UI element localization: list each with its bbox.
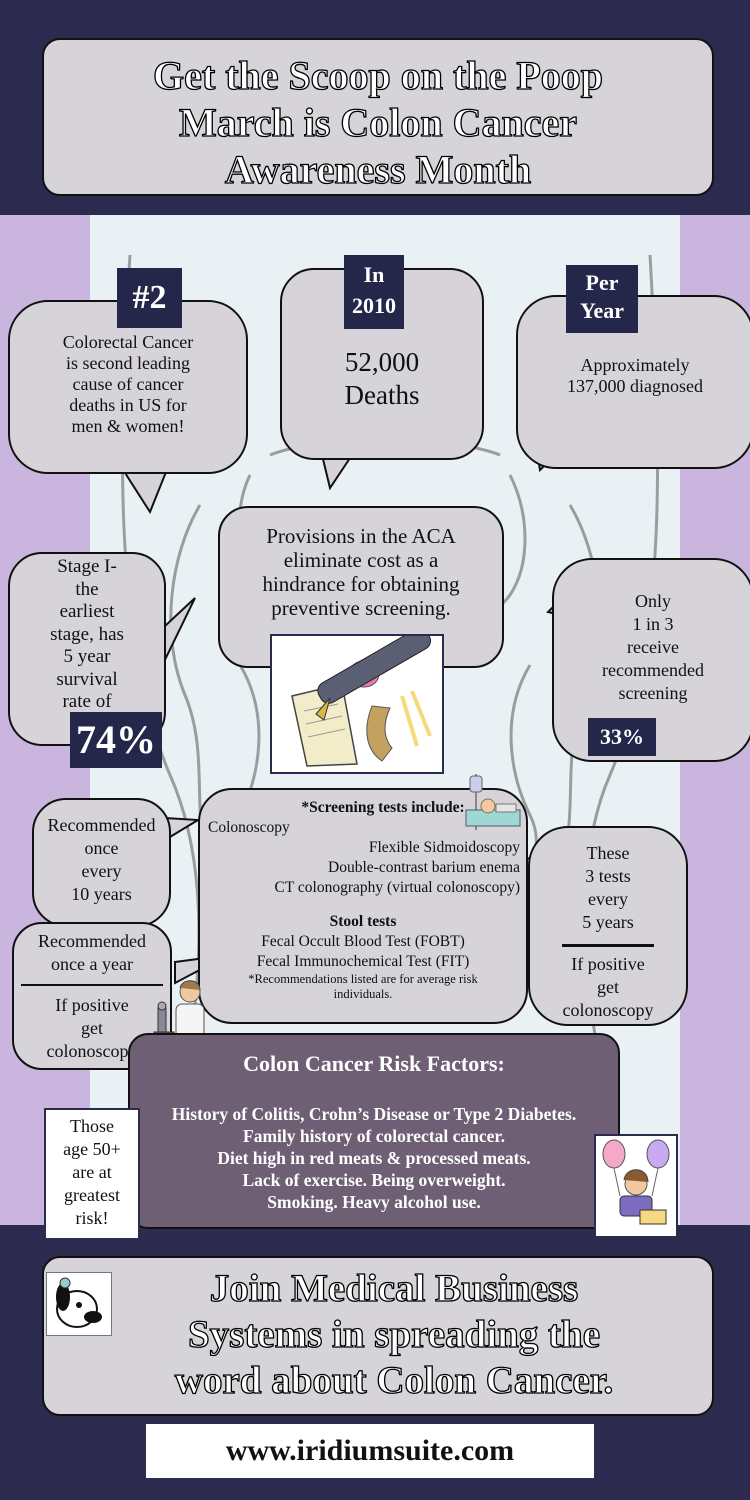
stage-line1: Stage I- [57,556,117,577]
stage-line4: stage, has [50,623,124,645]
birthday-clipart-frame [594,1134,678,1238]
rank-text-line5: men & women! [71,416,185,436]
header-banner: Get the Scoop on the Poop March is Colon… [42,38,714,196]
screening-note-line2: individuals. [333,987,393,1001]
screening-note-line1: *Recommendations listed are for average … [248,972,478,986]
birthday-balloons-icon [602,1139,670,1225]
aca-line2: eliminate cost as a [283,548,439,572]
risk-factor-4: Lack of exercise. Being overweight. [242,1170,506,1190]
rank-text-line3: cause of cancer [72,374,184,394]
three-tests-line1: These [586,843,630,863]
risk-factors-box: Colon Cancer Risk Factors: History of Co… [128,1033,620,1229]
footer-banner: Join Medical Business Systems in spreadi… [42,1256,714,1416]
per-year-badge-line1: Per [585,270,619,295]
frequency-line3: every [81,861,122,881]
screening-rate-line3: receive [627,637,679,657]
dog-mascot-icon [56,1277,102,1328]
aca-line4: preventive screening. [271,596,451,620]
risk-factor-2: Family history of colorectal cancer. [243,1126,505,1146]
age-note-line4: greatest [64,1185,120,1205]
pen-writing-icon [291,627,432,767]
hospital-patient-icon [465,774,521,830]
screening-rate-line5: screening [618,683,688,703]
age-risk-note: Those age 50+ are at greatest risk! [44,1108,140,1240]
website-link-box[interactable]: www.iridiumsuite.com [146,1424,594,1478]
rank-text-line4: deaths in US for [69,395,187,415]
three-tests-positive-line2: get [597,977,619,997]
test-ct-colonography: CT colonography (virtual colonoscopy) [274,879,520,896]
per-year-badge-line2: Year [580,298,624,323]
survival-rate-badge: 74% [70,712,162,768]
screening-rate-line2: 1 in 3 [632,614,674,634]
age-note-line3: are at [72,1162,112,1182]
test-fobt: Fecal Occult Blood Test (FOBT) [261,933,465,950]
screening-rate-badge: 33% [588,718,656,756]
patient-clipart [462,770,522,836]
stage-line7: rate of [62,691,112,712]
stool-tests-heading: Stool tests [329,913,397,930]
year-badge-line2: 2010 [352,293,396,318]
rank-text-line2: is second leading [66,353,190,373]
three-tests-line4: 5 years [582,912,634,932]
age-note-line1: Those [70,1116,114,1136]
year-badge-line1: In [363,262,385,287]
yearly-line1: Recommended [38,931,146,951]
frequency-line4: 10 years [71,884,132,904]
rank-text-line1: Colorectal Cancer [62,332,194,352]
yearly-positive-line2: get [81,1018,103,1038]
test-colonoscopy: Colonoscopy [208,819,290,836]
stage-line6: survival [56,668,118,690]
three-tests-line2: 3 tests [585,866,631,886]
stage-line3: earliest [59,601,115,622]
age-note-line5: risk! [75,1208,109,1228]
deaths-label: Deaths [344,380,420,410]
pen-clipart-frame [270,627,444,774]
stage-line2: the [75,578,99,600]
divider [562,944,654,947]
stage-line5: 5 year [63,646,111,667]
screening-rate-line4: recommended [602,660,704,680]
deaths-value: 52,000 [344,347,420,377]
three-tests-positive-line1: If positive [571,954,645,974]
diagnosed-line1: Approximately [580,355,690,375]
screening-tests-box: *Screening tests include: Colonoscopy Fl… [198,788,528,1024]
header-title-line1: Get the Scoop on the Poop [152,52,603,98]
test-sigmoidoscopy: Flexible Sidmoidoscopy [368,839,520,856]
yearly-positive-line3: colonoscopy [46,1041,138,1061]
risk-factor-3: Diet high in red meats & processed meats… [217,1148,531,1168]
website-url[interactable]: www.iridiumsuite.com [225,1434,515,1467]
header-title-line3: Awareness Month [224,146,532,192]
footer-line2: Systems in spreading the [187,1312,601,1356]
risk-factors-title: Colon Cancer Risk Factors: [243,1051,505,1076]
test-fit: Fecal Immunochemical Test (FIT) [256,953,470,970]
colonoscopy-frequency-bubble: Recommended once every 10 years [32,798,171,927]
divider [21,984,163,986]
three-tests-line3: every [588,889,628,909]
frequency-line2: once [84,838,119,858]
aca-line1: Provisions in the ACA [266,524,456,548]
risk-factor-5: Smoking. Heavy alcohol use. [267,1192,481,1212]
yearly-positive-line1: If positive [55,995,129,1015]
footer-line1: Join Medical Business [209,1266,579,1310]
yearly-line2: once a year [51,954,133,974]
three-tests-positive-line3: colonoscopy [562,1000,654,1020]
dog-logo-frame [46,1272,112,1336]
rank-badge: #2 [117,268,182,328]
age-note-line2: age 50+ [63,1139,121,1159]
per-year-badge: Per Year [566,265,638,333]
test-barium-enema: Double-contrast barium enema [328,859,520,876]
diagnosed-line2: 137,000 diagnosed [567,376,703,396]
screening-rate-line1: Only [635,591,671,611]
frequency-line1: Recommended [47,815,156,835]
header-title-line2: March is Colon Cancer [178,99,578,145]
screening-heading: *Screening tests include: [301,799,465,816]
footer-line3: word about Colon Cancer. [174,1358,614,1402]
three-tests-bubble: These 3 tests every 5 years If positive … [528,826,688,1026]
year-badge: In 2010 [344,255,404,329]
aca-line3: hindrance for obtaining [262,572,460,596]
risk-factor-1: History of Colitis, Crohn’s Disease or T… [171,1104,577,1124]
